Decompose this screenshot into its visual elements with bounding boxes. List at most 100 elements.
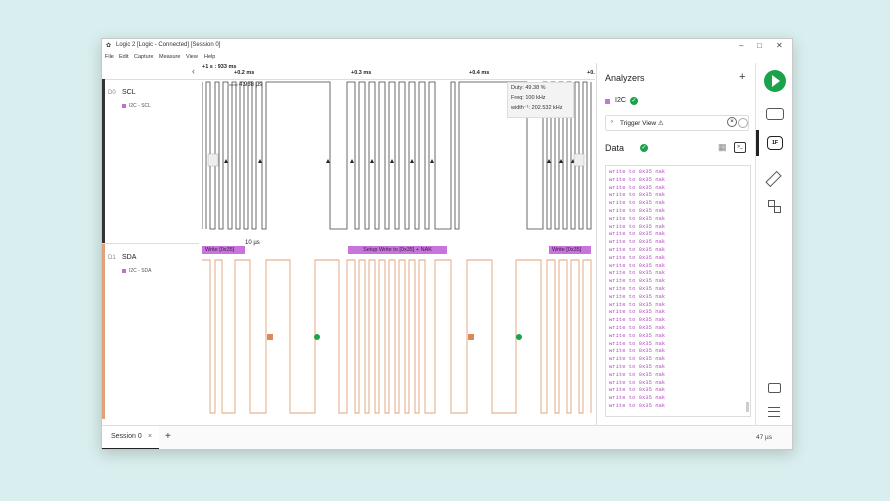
app-window: ✿ Logic 2 [Logic - Connected] [Session 0… — [101, 38, 793, 450]
window-title: Logic 2 [Logic - Connected] [Session 0] — [116, 42, 221, 48]
bottom-bar: Session 0 × + 47 µs — [102, 425, 792, 449]
data-line[interactable]: write to 0x35 nak — [609, 362, 666, 370]
data-line[interactable]: write to 0x35 nak — [609, 386, 666, 394]
trigger-view-label: Trigger View ⚠ — [620, 120, 664, 127]
data-line[interactable]: write to 0x35 nak — [609, 401, 666, 409]
data-line[interactable]: write to 0x35 nak — [609, 214, 666, 222]
data-line[interactable]: write to 0x35 nak — [609, 168, 666, 175]
data-line[interactable]: write to 0x35 nak — [609, 253, 666, 261]
time-ruler[interactable]: ‹ +1 s : 933 ms +0.2 ms +0.3 ms +0.4 ms … — [102, 63, 595, 80]
start-capture-button[interactable] — [764, 70, 786, 92]
gap-measurement: 10 µs — [245, 240, 260, 246]
analyzer-color-swatch — [605, 99, 610, 104]
measurement-tooltip: Duty: 49.38 % Freq: 100 kHz width⁻¹: 202… — [507, 82, 574, 118]
app-logo-icon: ✿ — [106, 43, 112, 49]
time-tick-3: +0.4 ms — [469, 70, 490, 76]
data-line[interactable]: write to 0x35 nak — [609, 355, 666, 363]
analyzer-name[interactable]: I2C — [615, 97, 626, 104]
data-line[interactable]: write to 0x35 nak — [609, 323, 666, 331]
channel-analyzer-label: I2C - SDA — [122, 268, 152, 274]
channel-color-bar — [102, 244, 105, 419]
close-session-icon[interactable]: × — [148, 433, 153, 440]
trigger-toggle[interactable] — [738, 118, 748, 128]
data-line[interactable]: write to 0x35 nak — [609, 261, 666, 269]
menu-file[interactable]: File — [105, 54, 114, 60]
channel-name[interactable]: SDA — [122, 254, 137, 261]
data-line[interactable]: write to 0x35 nak — [609, 191, 666, 199]
title-bar: ✿ Logic 2 [Logic - Connected] [Session 0… — [102, 39, 792, 53]
data-line[interactable]: write to 0x35 nak — [609, 308, 666, 316]
data-line[interactable]: write to 0x35 nak — [609, 238, 666, 246]
data-line[interactable]: write to 0x35 nak — [609, 347, 666, 355]
trigger-chevron-icon[interactable]: › — [611, 119, 613, 125]
data-line[interactable]: write to 0x35 nak — [609, 183, 666, 191]
minimize-button[interactable]: – — [739, 41, 744, 50]
menu-measure[interactable]: Measure — [159, 54, 181, 60]
sda-waveform[interactable] — [202, 255, 595, 420]
data-line[interactable]: write to 0x35 nak — [609, 292, 666, 300]
channel-sda-header[interactable]: D1 SDA I2C - SDA — [102, 244, 199, 419]
data-line[interactable]: write to 0x35 nak — [609, 206, 666, 214]
decoded-setup-write-tag[interactable]: Setup Write to [0x35] + NAK — [348, 246, 447, 254]
analyzers-tab-icon[interactable]: 1F — [767, 136, 783, 150]
data-line[interactable]: write to 0x35 nak — [609, 269, 666, 277]
measure-tool-icon[interactable] — [765, 170, 782, 188]
table-view-icon[interactable]: ▦ — [718, 142, 727, 152]
terminal-view-icon[interactable]: >_ — [734, 142, 746, 153]
maximize-button[interactable]: □ — [757, 41, 762, 50]
data-line[interactable]: write to 0x35 nak — [609, 175, 666, 183]
channel-number: D0 — [108, 90, 116, 96]
analyzers-panel: Analyzers + I2C ✓ › Trigger View ⚠ × Dat… — [596, 63, 756, 425]
data-line[interactable]: write to 0x35 nak — [609, 277, 666, 285]
menu-icon[interactable] — [768, 407, 780, 417]
data-line[interactable]: write to 0x35 nak — [609, 339, 666, 347]
feedback-icon[interactable] — [768, 383, 781, 393]
add-session-button[interactable]: + — [165, 431, 171, 442]
scl-waveform[interactable] — [202, 79, 595, 244]
data-line[interactable]: write to 0x35 nak — [609, 284, 666, 292]
data-line[interactable]: write to 0x35 nak — [609, 370, 666, 378]
data-line[interactable]: write to 0x35 nak — [609, 199, 666, 207]
data-line[interactable]: write to 0x35 nak — [609, 222, 666, 230]
data-line[interactable]: write to 0x35 nak — [609, 378, 666, 386]
session-tab[interactable]: Session 0 × — [102, 426, 159, 449]
channel-scl-header[interactable]: D0 SCL I2C - SCL — [102, 79, 199, 244]
menu-help[interactable]: Help — [204, 54, 216, 60]
right-sidebar: 1F — [755, 63, 792, 425]
channel-name[interactable]: SCL — [122, 89, 136, 96]
data-title: Data — [605, 143, 625, 153]
data-line[interactable]: write to 0x35 nak — [609, 230, 666, 238]
width-value: width⁻¹: 202.532 kHz — [511, 105, 563, 111]
data-ok-icon: ✓ — [640, 144, 648, 152]
time-origin: +1 s : 933 ms — [202, 64, 237, 70]
capture-duration[interactable]: 47 µs — [756, 434, 773, 441]
data-line[interactable]: write to 0x35 nak — [609, 394, 666, 402]
play-icon — [772, 75, 780, 87]
time-tick-4: +0. — [587, 70, 595, 76]
data-line[interactable]: write to 0x35 nak — [609, 300, 666, 308]
data-line[interactable]: write to 0x35 nak — [609, 245, 666, 253]
freq-value: Freq: 100 kHz — [511, 95, 546, 101]
close-button[interactable]: ✕ — [776, 41, 783, 50]
time-tick-1: +0.2 ms — [234, 70, 255, 76]
data-line[interactable]: write to 0x35 nak — [609, 316, 666, 324]
decoded-write-tag[interactable]: Write [0x35] — [202, 246, 245, 254]
channel-number: D1 — [108, 255, 116, 261]
channel-color-bar — [102, 79, 105, 243]
data-scrollbar[interactable] — [746, 402, 749, 412]
channel-analyzer-label: I2C - SCL — [122, 103, 151, 109]
device-settings-icon[interactable] — [766, 108, 784, 120]
time-tick-2: +0.3 ms — [351, 70, 372, 76]
menu-capture[interactable]: Capture — [134, 54, 154, 60]
clear-trigger-icon[interactable]: × — [727, 117, 737, 127]
collapse-panel-icon[interactable]: ‹ — [192, 66, 195, 76]
add-analyzer-button[interactable]: + — [739, 71, 746, 83]
decoded-write-tag[interactable]: Write [0x35] — [549, 246, 591, 254]
extensions-icon[interactable] — [768, 200, 781, 213]
analyzer-ok-icon: ✓ — [630, 97, 638, 105]
menu-edit[interactable]: Edit — [119, 54, 129, 60]
data-line[interactable]: write to 0x35 nak — [609, 331, 666, 339]
menu-view[interactable]: View — [186, 54, 198, 60]
trigger-view-row[interactable]: › Trigger View ⚠ × — [605, 115, 749, 131]
